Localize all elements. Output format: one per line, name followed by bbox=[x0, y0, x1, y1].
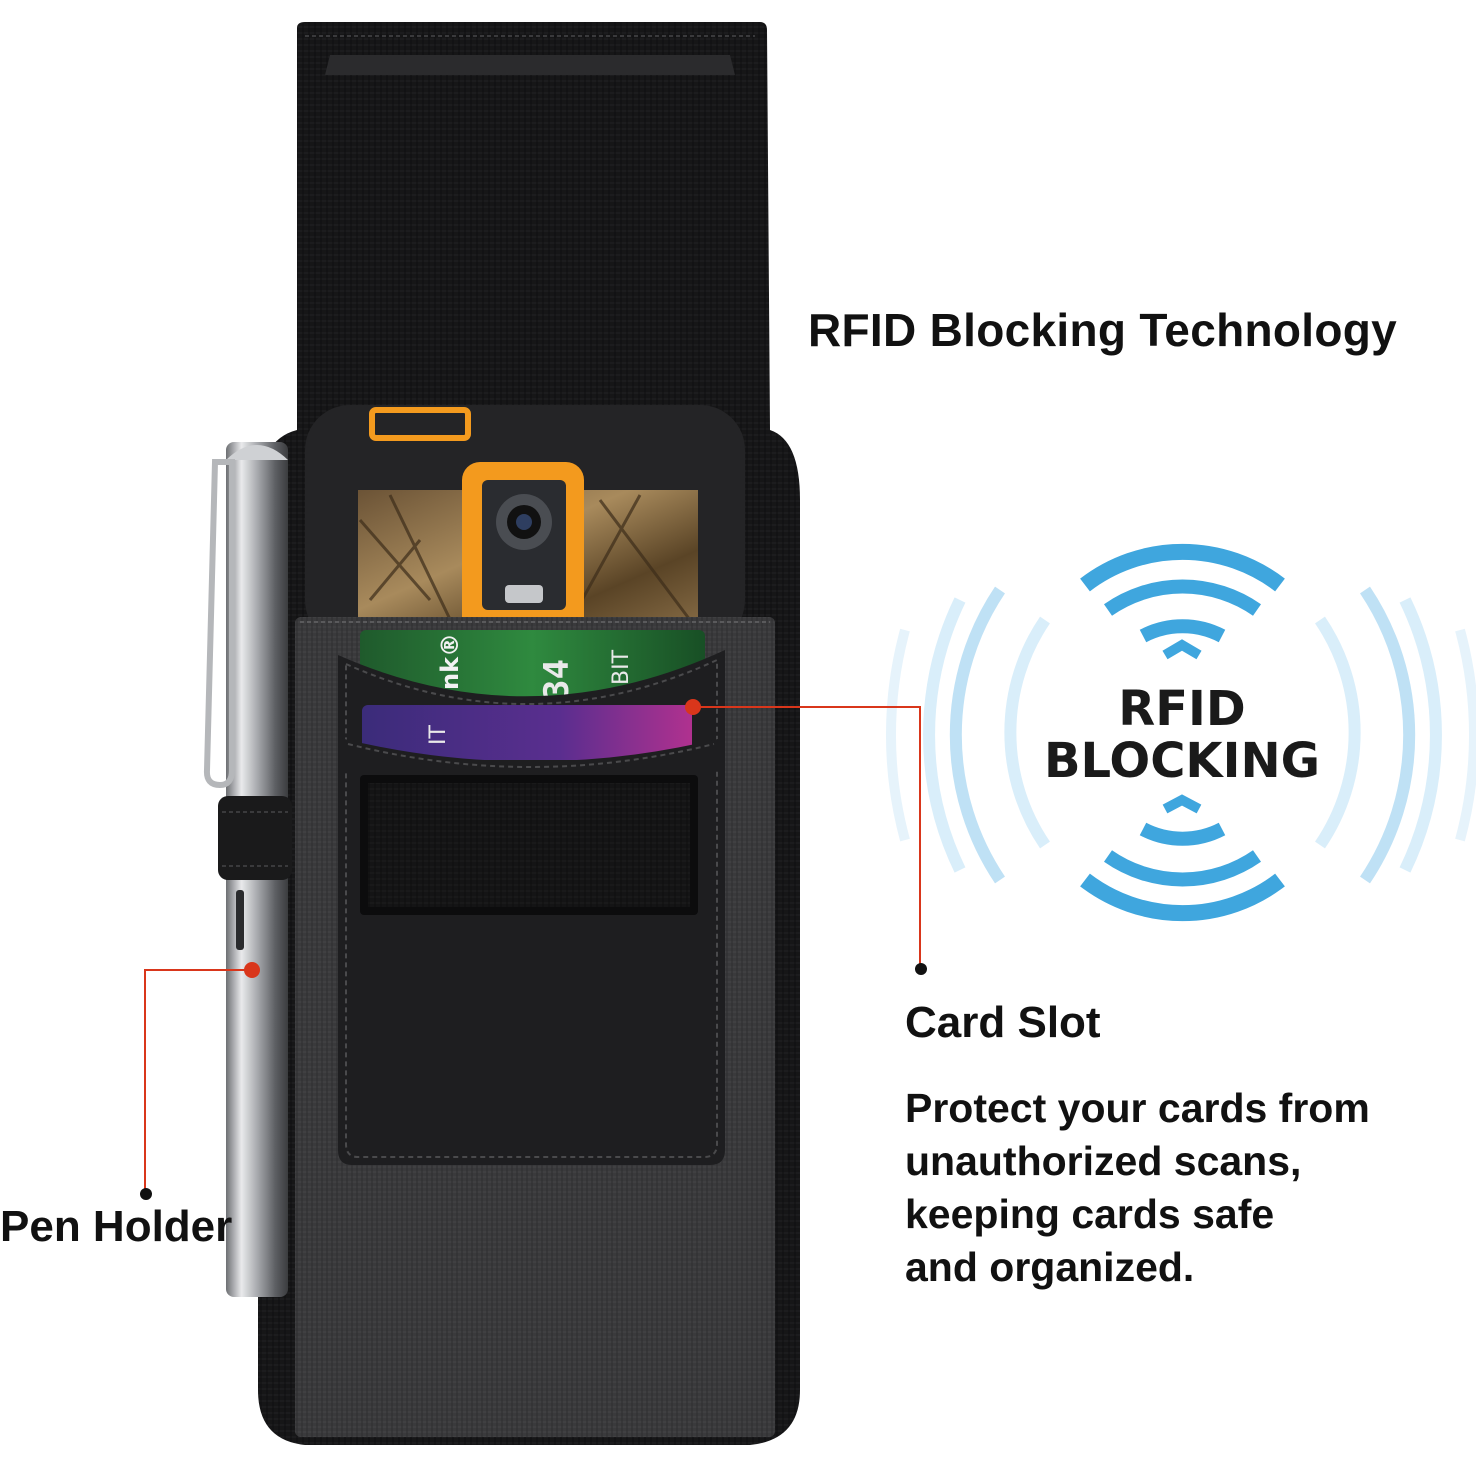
rfid-badge-line1: RFID bbox=[1118, 681, 1245, 737]
pen-holder-label: Pen Holder bbox=[0, 1202, 233, 1251]
green-card-word: BIT bbox=[609, 649, 634, 685]
headline: RFID Blocking Technology bbox=[808, 304, 1398, 356]
card-slot-label: Card Slot bbox=[905, 998, 1101, 1047]
purple-card-text: IT bbox=[426, 725, 451, 745]
card-sleeve: IT bbox=[338, 650, 725, 1165]
pen bbox=[203, 442, 292, 1297]
green-card-digits: 34 bbox=[537, 659, 577, 700]
rfid-signal-icon bbox=[886, 543, 1476, 922]
card-slot-description: Protect your cards from unauthorized sca… bbox=[905, 1082, 1370, 1294]
pen-holder-callout bbox=[140, 962, 260, 1200]
green-card-text: nk® bbox=[436, 633, 464, 690]
phone bbox=[305, 405, 745, 645]
description-line-2: unauthorized scans, bbox=[905, 1138, 1302, 1184]
card-slot-callout bbox=[685, 699, 927, 975]
rfid-badge-line2: BLOCKING bbox=[1044, 733, 1320, 789]
description-line-4: and organized. bbox=[905, 1244, 1195, 1290]
description-line-3: keeping cards safe bbox=[905, 1191, 1275, 1237]
description-line-1: Protect your cards from bbox=[905, 1085, 1370, 1131]
